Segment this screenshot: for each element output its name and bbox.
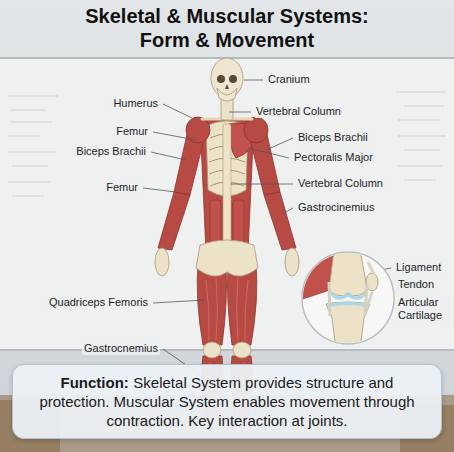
- leader-line: [244, 80, 263, 81]
- whiteboard-scribble: [396, 92, 446, 180]
- caption-box: Function:Skeletal System provides struct…: [12, 364, 442, 439]
- caption-heading: Function:: [61, 374, 129, 391]
- knee-inset: [300, 250, 378, 350]
- pelvis: [196, 240, 258, 276]
- hand-bones: [155, 248, 169, 276]
- skull: [211, 58, 243, 98]
- eye-socket: [217, 75, 237, 89]
- part-label: Humerus: [111, 97, 160, 110]
- leader-line: [248, 148, 289, 158]
- abdominal-muscle: [210, 200, 244, 244]
- articular-cartilage: [330, 290, 367, 300]
- tibia: [326, 302, 370, 350]
- leader-line: [153, 300, 205, 303]
- part-label: Cranium: [266, 73, 312, 86]
- part-label: Biceps Brachii: [74, 145, 148, 158]
- part-label: Gastrocinemius: [296, 201, 376, 214]
- part-label: Vertebral Column: [296, 177, 385, 190]
- title-block: Skeletal & Muscular Systems: Form & Move…: [0, 4, 454, 52]
- part-label: Articular Cartilage: [396, 296, 452, 322]
- arm-muscles: [158, 192, 190, 250]
- leader-line: [229, 112, 251, 113]
- knee-bone: [203, 342, 221, 358]
- title-text: Skeletal & Muscular Systems: Form & Move…: [67, 4, 387, 52]
- arm-muscles: [264, 192, 296, 250]
- skull: [217, 88, 237, 101]
- part-label: Ligament: [394, 261, 443, 274]
- skull: [211, 58, 243, 101]
- abdominal-muscle: [233, 200, 244, 244]
- leader-line: [231, 184, 293, 185]
- knee-bone: [233, 342, 251, 358]
- part-label: Femur: [114, 125, 150, 138]
- leader-line: [282, 208, 293, 214]
- knee-inset: [300, 250, 394, 350]
- spine: [223, 124, 231, 244]
- classroom-background: [0, 58, 454, 350]
- hand-bones: [285, 248, 299, 276]
- part-label: Biceps Brachii: [296, 131, 370, 144]
- arm-muscles: [244, 117, 268, 143]
- knee-bone: [203, 342, 251, 358]
- leader-line: [143, 188, 176, 192]
- leader-line: [266, 138, 293, 150]
- leader-line: [143, 80, 393, 378]
- eye-socket: [229, 75, 237, 83]
- spine: [223, 124, 231, 244]
- pelvis: [196, 240, 258, 276]
- hand-bones: [155, 248, 299, 276]
- whiteboard-scribble: [8, 96, 58, 196]
- part-label: Vertebral Column: [254, 105, 343, 118]
- part-label: Quadriceps Femoris: [47, 296, 150, 309]
- leader-line: [163, 104, 192, 118]
- leader-line: [151, 152, 186, 160]
- muscle-striation: [206, 278, 248, 340]
- part-label: Pectoralis Major: [292, 151, 375, 164]
- abdominal-muscle: [210, 200, 221, 244]
- eye-socket: [225, 84, 229, 89]
- part-label: Gastrocnemius: [82, 342, 160, 355]
- part-label: Femur: [104, 181, 140, 194]
- eye-socket: [217, 75, 225, 83]
- articular-cartilage: [327, 302, 369, 307]
- ligament: [329, 282, 367, 316]
- femur-end: [329, 250, 366, 296]
- part-label: Tendon: [396, 278, 436, 291]
- caption-text-block: Function:Skeletal System provides struct…: [25, 373, 429, 430]
- leader-line: [153, 132, 196, 140]
